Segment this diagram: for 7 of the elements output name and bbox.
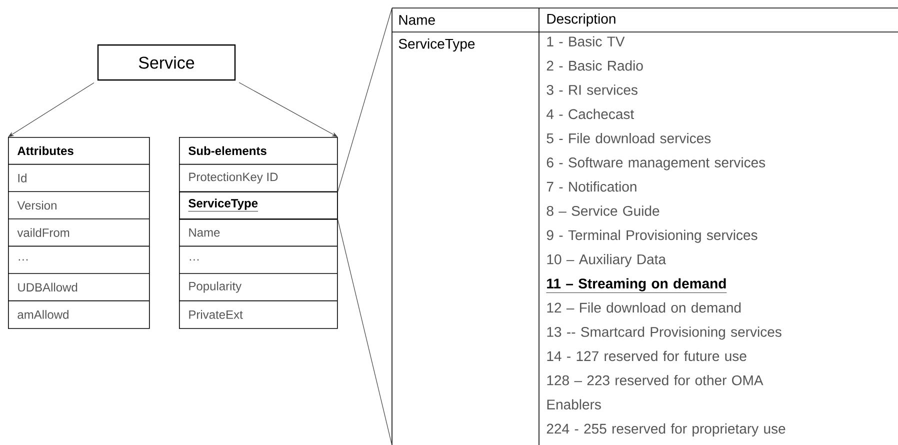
service-box: Service (97, 44, 236, 81)
table-row: ServiceType (179, 192, 338, 220)
zoom-line (338, 8, 392, 192)
zoom-line (338, 219, 392, 445)
table: Attributes Id Version vaildFrom … UDBAllowd amAllowd (8, 137, 150, 329)
table: Name Description ServiceType 1 - Basic TV 2 - Basic Radio 3 - RI services 4 - Cachecast 5 - File download services 6 - Software management services 7 - Notification 8 – Service Guide 9 - Terminal Provisioning services 10 – Auxiliary Data 11 – Streaming on demand 12 – File download on demand 13 -- Smartcard Provisioning services 14 - 127 reserved for future use 128 – 223 reserved for other OMA Enablers 224 - 255 reserved for proprietary use (392, 8, 898, 445)
arrow (8, 82, 94, 137)
